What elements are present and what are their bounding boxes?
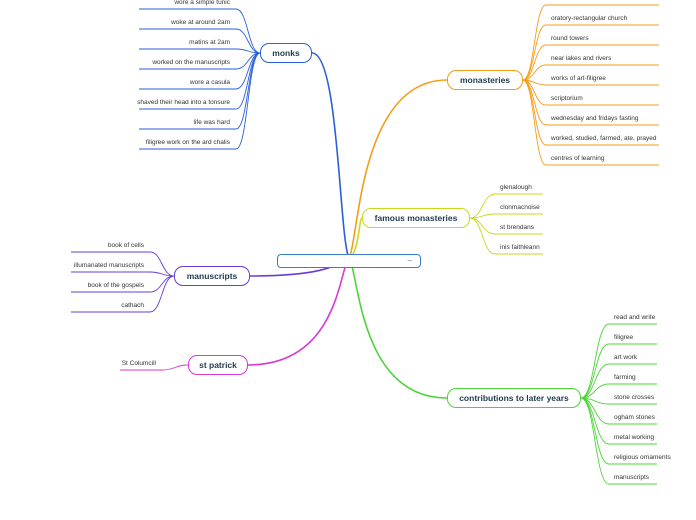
topic-label: st patrick: [199, 360, 237, 370]
collapse-icon[interactable]: –: [407, 256, 412, 265]
leaf-famous-monasteries-3[interactable]: inis faithleann: [500, 244, 540, 251]
leaf-connector-contributions-7: [580, 397, 610, 465]
leaf-connector-monks-7: [235, 52, 261, 150]
leaf-connector-monks-6: [235, 52, 261, 130]
topic-monasteries[interactable]: monasteries: [447, 70, 523, 90]
leaf-connector-contributions-2: [580, 363, 610, 399]
leaf-manuscripts-1[interactable]: illumanated manuscripts: [73, 262, 144, 269]
leaf-contributions-6[interactable]: metal working: [614, 434, 655, 441]
leaf-connector-manuscripts-1: [149, 271, 175, 277]
leaf-monasteries-3[interactable]: near lakes and rivers: [551, 55, 612, 62]
leaf-connector-monasteries-6: [522, 79, 547, 126]
leaf-monks-0[interactable]: wore a simple tunic: [174, 0, 230, 6]
leaf-connector-monasteries-2: [522, 44, 547, 81]
leaf-monasteries-1[interactable]: oratory-rectangular church: [551, 15, 628, 22]
topic-manuscripts[interactable]: manuscripts: [174, 266, 250, 286]
central-topic[interactable]: –: [277, 254, 421, 268]
topic-famous-monasteries[interactable]: famous monasteries: [362, 208, 470, 228]
leaf-contributions-2[interactable]: art work: [614, 354, 638, 361]
leaf-manuscripts-2[interactable]: book of the gospels: [87, 282, 144, 289]
leaf-manuscripts-0[interactable]: book of cells: [107, 242, 144, 249]
leaf-connector-monasteries-1: [522, 24, 547, 81]
topic-label: monasteries: [459, 75, 511, 85]
leaf-monasteries-6[interactable]: wednesday and fridays fasting: [551, 115, 639, 122]
topic-label: monks: [272, 48, 300, 58]
leaf-contributions-8[interactable]: manuscripts: [614, 474, 650, 481]
leaf-contributions-7[interactable]: religious ornaments: [614, 454, 671, 461]
leaf-connector-contributions-0: [580, 323, 610, 399]
topic-monks[interactable]: monks: [260, 43, 312, 63]
branch-connector-monks: [311, 52, 350, 259]
leaf-connector-manuscripts-0: [149, 251, 175, 277]
leaf-connector-manuscripts-3: [149, 275, 175, 313]
leaf-connector-famous-monasteries-1: [469, 213, 496, 219]
leaf-connector-famous-monasteries-0: [469, 193, 496, 219]
leaf-monasteries-8[interactable]: centres of learning: [551, 155, 605, 162]
leaf-connector-contributions-1: [580, 343, 610, 399]
leaf-connector-contributions-3: [580, 383, 610, 399]
topic-label: famous monasteries: [374, 213, 458, 223]
leaf-connector-manuscripts-2: [149, 275, 175, 293]
leaf-connector-monasteries-8: [522, 79, 547, 166]
leaf-connector-monasteries-0: [522, 4, 547, 81]
leaf-contributions-1[interactable]: filigree: [614, 334, 634, 341]
leaf-contributions-4[interactable]: stone crosses: [614, 394, 655, 401]
leaf-monasteries-5[interactable]: scriptorium: [551, 95, 583, 102]
leaf-monks-1[interactable]: woke at around 2am: [171, 19, 230, 26]
leaf-monks-2[interactable]: matins at 2am: [189, 39, 230, 46]
leaf-monks-3[interactable]: worked on the manuscripts: [152, 59, 230, 66]
leaf-connector-monks-0: [235, 8, 261, 54]
topic-label: contributions to later years: [459, 393, 569, 403]
leaf-famous-monasteries-0[interactable]: glenalough: [500, 184, 532, 191]
leaf-connector-famous-monasteries-3: [469, 217, 496, 255]
leaf-st-patrick-0[interactable]: St Columcill: [121, 360, 156, 367]
leaf-connector-contributions-8: [580, 397, 610, 485]
leaf-monks-6[interactable]: life was hard: [193, 119, 231, 126]
leaf-famous-monasteries-1[interactable]: clonmacnoise: [500, 204, 540, 211]
leaf-famous-monasteries-2[interactable]: st brendans: [500, 224, 534, 231]
leaf-connector-monasteries-7: [522, 79, 547, 146]
leaf-monks-7[interactable]: filigree work on the ard chalis: [145, 139, 230, 146]
leaf-contributions-0[interactable]: read and write: [614, 314, 656, 321]
leaf-monasteries-2[interactable]: round towers: [551, 35, 589, 42]
leaf-connector-monasteries-3: [522, 64, 547, 81]
leaf-monks-5[interactable]: shaved their head into a tonsure: [137, 99, 230, 106]
leaf-connector-famous-monasteries-2: [469, 217, 496, 235]
leaf-connector-monks-4: [235, 52, 261, 90]
leaf-manuscripts-3[interactable]: cathach: [121, 302, 144, 309]
topic-st-patrick[interactable]: st patrick: [188, 355, 248, 375]
leaf-monasteries-4[interactable]: works of art-filigree: [551, 75, 606, 82]
branch-connector-contributions: [348, 257, 448, 399]
leaf-connector-contributions-6: [580, 397, 610, 445]
leaf-connector-monks-1: [235, 28, 261, 54]
topic-contributions[interactable]: contributions to later years: [447, 388, 581, 408]
leaf-monks-4[interactable]: wore a casula: [189, 79, 230, 86]
leaf-contributions-3[interactable]: farming: [614, 374, 636, 381]
topic-label: manuscripts: [186, 271, 238, 281]
leaf-connector-st-patrick-0: [161, 364, 189, 371]
leaf-contributions-5[interactable]: ogham stones: [614, 414, 655, 421]
branch-connector-monasteries: [348, 79, 448, 259]
leaf-monasteries-7[interactable]: worked, studied, farmed, ate, prayed: [551, 135, 657, 142]
